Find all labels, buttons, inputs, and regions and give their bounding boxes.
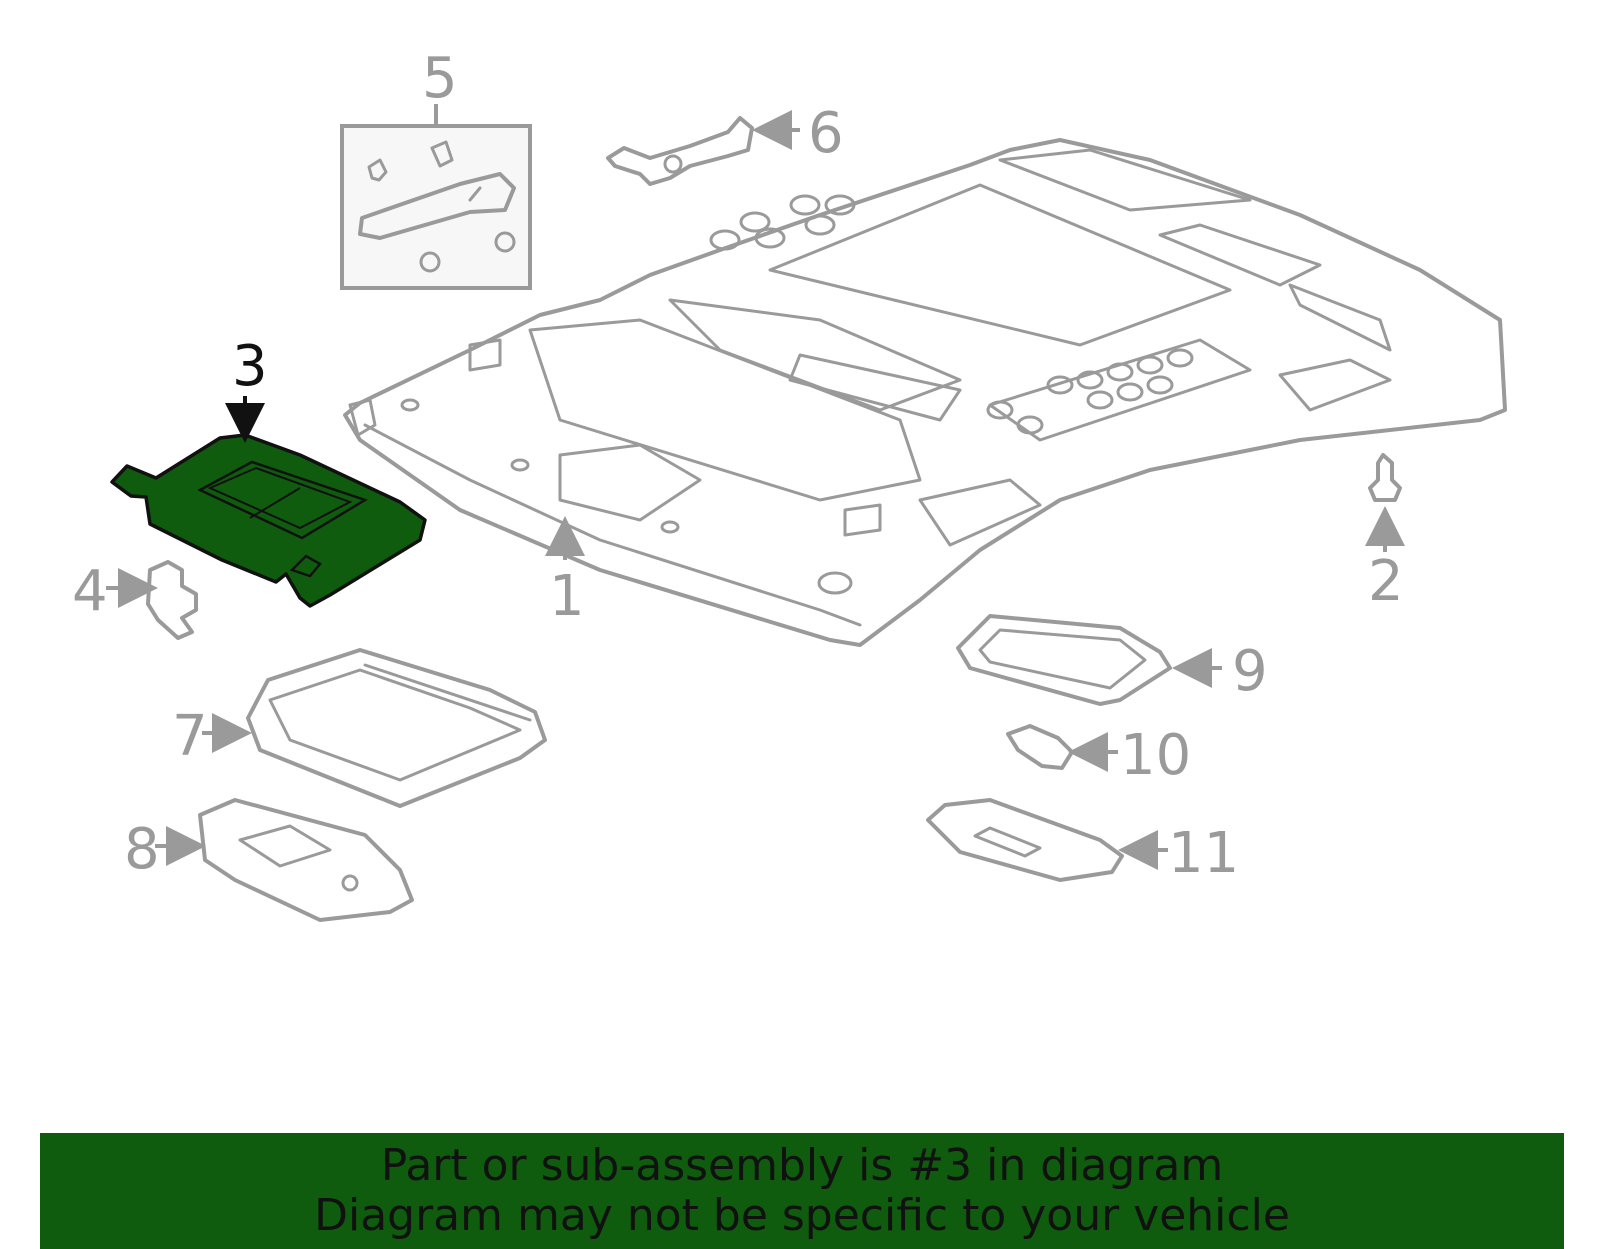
svg-text:9: 9	[1232, 639, 1268, 704]
callout-5: 5	[422, 46, 458, 126]
svg-text:4: 4	[72, 559, 108, 624]
svg-text:5: 5	[422, 46, 458, 111]
callout-6: 6	[752, 101, 844, 166]
bulb-part-10[interactable]	[1006, 724, 1074, 770]
callout-8: 8	[124, 817, 206, 882]
svg-text:10: 10	[1120, 723, 1191, 788]
headliner-part-1[interactable]	[343, 138, 1507, 647]
callout-9: 9	[1172, 639, 1268, 704]
svg-text:11: 11	[1168, 821, 1239, 886]
grab-handle-part-5[interactable]	[340, 124, 532, 290]
banner-line-2: Diagram may not be specific to your vehi…	[314, 1190, 1290, 1241]
parts-diagram: 1 2 3 4 5 6 7 8 9 10 11	[72, 46, 1507, 922]
svg-text:1: 1	[549, 564, 585, 629]
info-banner: Part or sub-assembly is #3 in diagram Di…	[40, 1133, 1564, 1249]
svg-text:7: 7	[172, 704, 208, 769]
callout-3: 3	[225, 334, 268, 443]
callout-11: 11	[1118, 821, 1239, 886]
bracket-part-6[interactable]	[606, 116, 754, 186]
svg-text:3: 3	[232, 334, 268, 399]
console-part-7[interactable]	[246, 648, 547, 808]
svg-text:6: 6	[808, 101, 844, 166]
callout-4: 4	[72, 559, 158, 624]
callout-2: 2	[1365, 506, 1405, 614]
holder-part-4[interactable]	[146, 560, 198, 640]
sunvisor-part-3[interactable]	[110, 433, 427, 608]
svg-text:8: 8	[124, 817, 160, 882]
callout-10: 10	[1068, 723, 1191, 788]
callout-1: 1	[545, 516, 585, 629]
map-light-part-9[interactable]	[956, 614, 1172, 706]
svg-text:2: 2	[1368, 549, 1404, 614]
clip-part-2[interactable]	[1368, 453, 1402, 502]
module-part-8[interactable]	[198, 798, 414, 922]
callout-7: 7	[172, 704, 252, 769]
lens-part-11[interactable]	[926, 798, 1124, 882]
banner-line-1: Part or sub-assembly is #3 in diagram	[380, 1140, 1224, 1191]
